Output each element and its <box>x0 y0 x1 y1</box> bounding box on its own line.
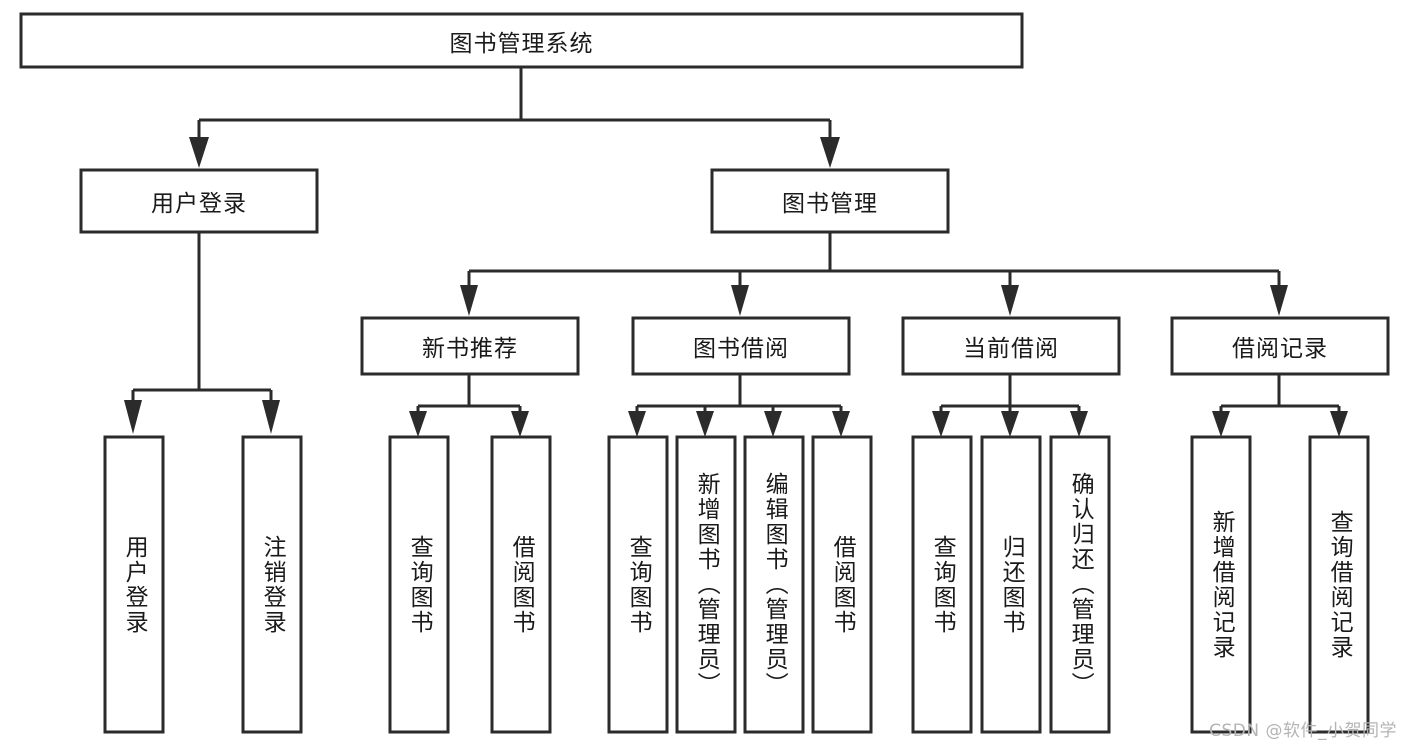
arrowhead-br-leaf-1 <box>1212 411 1230 437</box>
leaf-bb-2[interactable] <box>675 435 737 734</box>
arrowhead-book-mgmt <box>820 137 840 168</box>
leaf-cb-1[interactable] <box>911 435 973 734</box>
node-book-management[interactable] <box>710 168 950 234</box>
leaf-nbr-1[interactable] <box>388 435 450 734</box>
arrowhead-cb-leaf-2 <box>1001 411 1019 437</box>
node-book-borrow[interactable] <box>631 316 851 376</box>
leaf-br-1[interactable] <box>1190 435 1252 734</box>
arrowhead-new-book <box>460 285 478 316</box>
arrowhead-bb-leaf-2 <box>696 411 714 437</box>
arrowhead-current-borrow <box>1001 285 1019 316</box>
arrowhead-user-login <box>189 137 209 168</box>
leaf-bb-3[interactable] <box>743 435 805 734</box>
node-borrow-record[interactable] <box>1170 316 1390 376</box>
arrowhead-bb-leaf-4 <box>832 411 850 437</box>
node-current-borrow[interactable] <box>901 316 1121 376</box>
leaf-user-login-2[interactable] <box>241 435 303 734</box>
arrowhead-bb-leaf-3 <box>764 411 782 437</box>
node-new-book-recommend[interactable] <box>360 316 580 376</box>
arrowhead-leaf-user-login-1 <box>124 400 142 434</box>
leaf-user-login-1[interactable] <box>103 435 165 734</box>
arrowhead-cb-leaf-3 <box>1070 411 1088 437</box>
arrowhead-borrow-record <box>1270 285 1288 316</box>
leaf-cb-3[interactable] <box>1049 435 1111 734</box>
arrowhead-bb-leaf-1 <box>628 411 646 437</box>
arrowhead-book-borrow <box>731 285 749 316</box>
arrowhead-cb-leaf-1 <box>932 411 950 437</box>
arrowhead-br-leaf-2 <box>1330 411 1348 437</box>
leaf-br-2[interactable] <box>1308 435 1370 734</box>
watermark-text: CSDN @软件_小贺同学 <box>1209 721 1397 741</box>
node-root[interactable] <box>19 12 1024 69</box>
leaf-bb-4[interactable] <box>811 435 873 734</box>
leaf-bb-1[interactable] <box>607 435 669 734</box>
leaf-cb-2[interactable] <box>980 435 1042 734</box>
arrowhead-nbr-leaf-1 <box>409 411 427 437</box>
arrowhead-nbr-leaf-2 <box>511 411 529 437</box>
node-user-login[interactable] <box>79 168 319 234</box>
leaf-nbr-2[interactable] <box>490 435 552 734</box>
arrowhead-leaf-user-login-2 <box>262 400 280 434</box>
